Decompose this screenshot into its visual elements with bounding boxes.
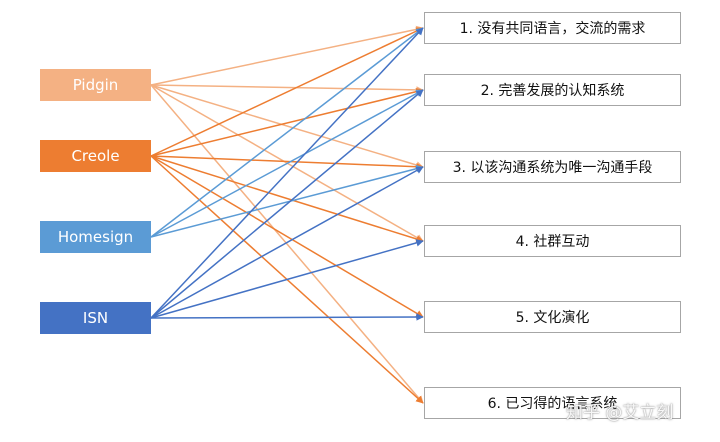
target-box-3: 3. 以该沟通系统为唯一沟通手段 <box>424 151 681 183</box>
source-box-pidgin: Pidgin <box>40 69 151 101</box>
target-box-2: 2. 完善发展的认知系统 <box>424 74 681 106</box>
arrow-isn-to-t2 <box>150 89 424 319</box>
source-label-homesign: Homesign <box>57 228 134 246</box>
arrow-homesign-to-t1 <box>150 27 424 238</box>
target-label-3: 3. 以该沟通系统为唯一沟通手段 <box>452 160 653 176</box>
arrow-isn-to-t4 <box>150 239 424 319</box>
target-box-5: 5. 文化演化 <box>424 301 681 333</box>
target-label-1: 1. 没有共同语言，交流的需求 <box>459 21 646 37</box>
arrow-creole-to-t5 <box>150 155 424 318</box>
arrow-pidgin-to-t1 <box>150 25 424 86</box>
arrow-pidgin-to-t6 <box>150 84 424 404</box>
arrow-creole-to-t1 <box>150 27 424 157</box>
target-box-6: 6. 已习得的语言系统 <box>424 387 681 419</box>
source-box-homesign: Homesign <box>40 221 151 253</box>
arrow-isn-to-t5 <box>150 313 424 321</box>
arrow-isn-to-t3 <box>150 166 424 319</box>
arrow-homesign-to-t3 <box>150 165 424 238</box>
target-label-5: 5. 文化演化 <box>515 310 590 326</box>
arrow-pidgin-to-t3 <box>150 84 424 169</box>
arrow-creole-to-t2 <box>150 87 424 157</box>
target-label-4: 4. 社群互动 <box>515 234 590 250</box>
target-box-4: 4. 社群互动 <box>424 225 681 257</box>
source-label-pidgin: Pidgin <box>72 76 119 94</box>
arrow-pidgin-to-t2 <box>150 84 424 94</box>
target-label-6: 6. 已习得的语言系统 <box>487 396 618 412</box>
watermark: 知乎 @艾立刻 <box>566 403 674 423</box>
source-box-creole: Creole <box>40 140 151 172</box>
source-label-isn: ISN <box>82 309 109 327</box>
arrow-creole-to-t3 <box>150 155 424 171</box>
source-label-creole: Creole <box>71 147 120 165</box>
arrow-isn-to-t1 <box>150 27 424 319</box>
source-box-isn: ISN <box>40 302 151 334</box>
arrow-homesign-to-t2 <box>150 89 424 238</box>
arrow-creole-to-t4 <box>150 155 424 243</box>
target-label-2: 2. 完善发展的认知系统 <box>480 83 625 99</box>
target-box-1: 1. 没有共同语言，交流的需求 <box>424 12 681 44</box>
